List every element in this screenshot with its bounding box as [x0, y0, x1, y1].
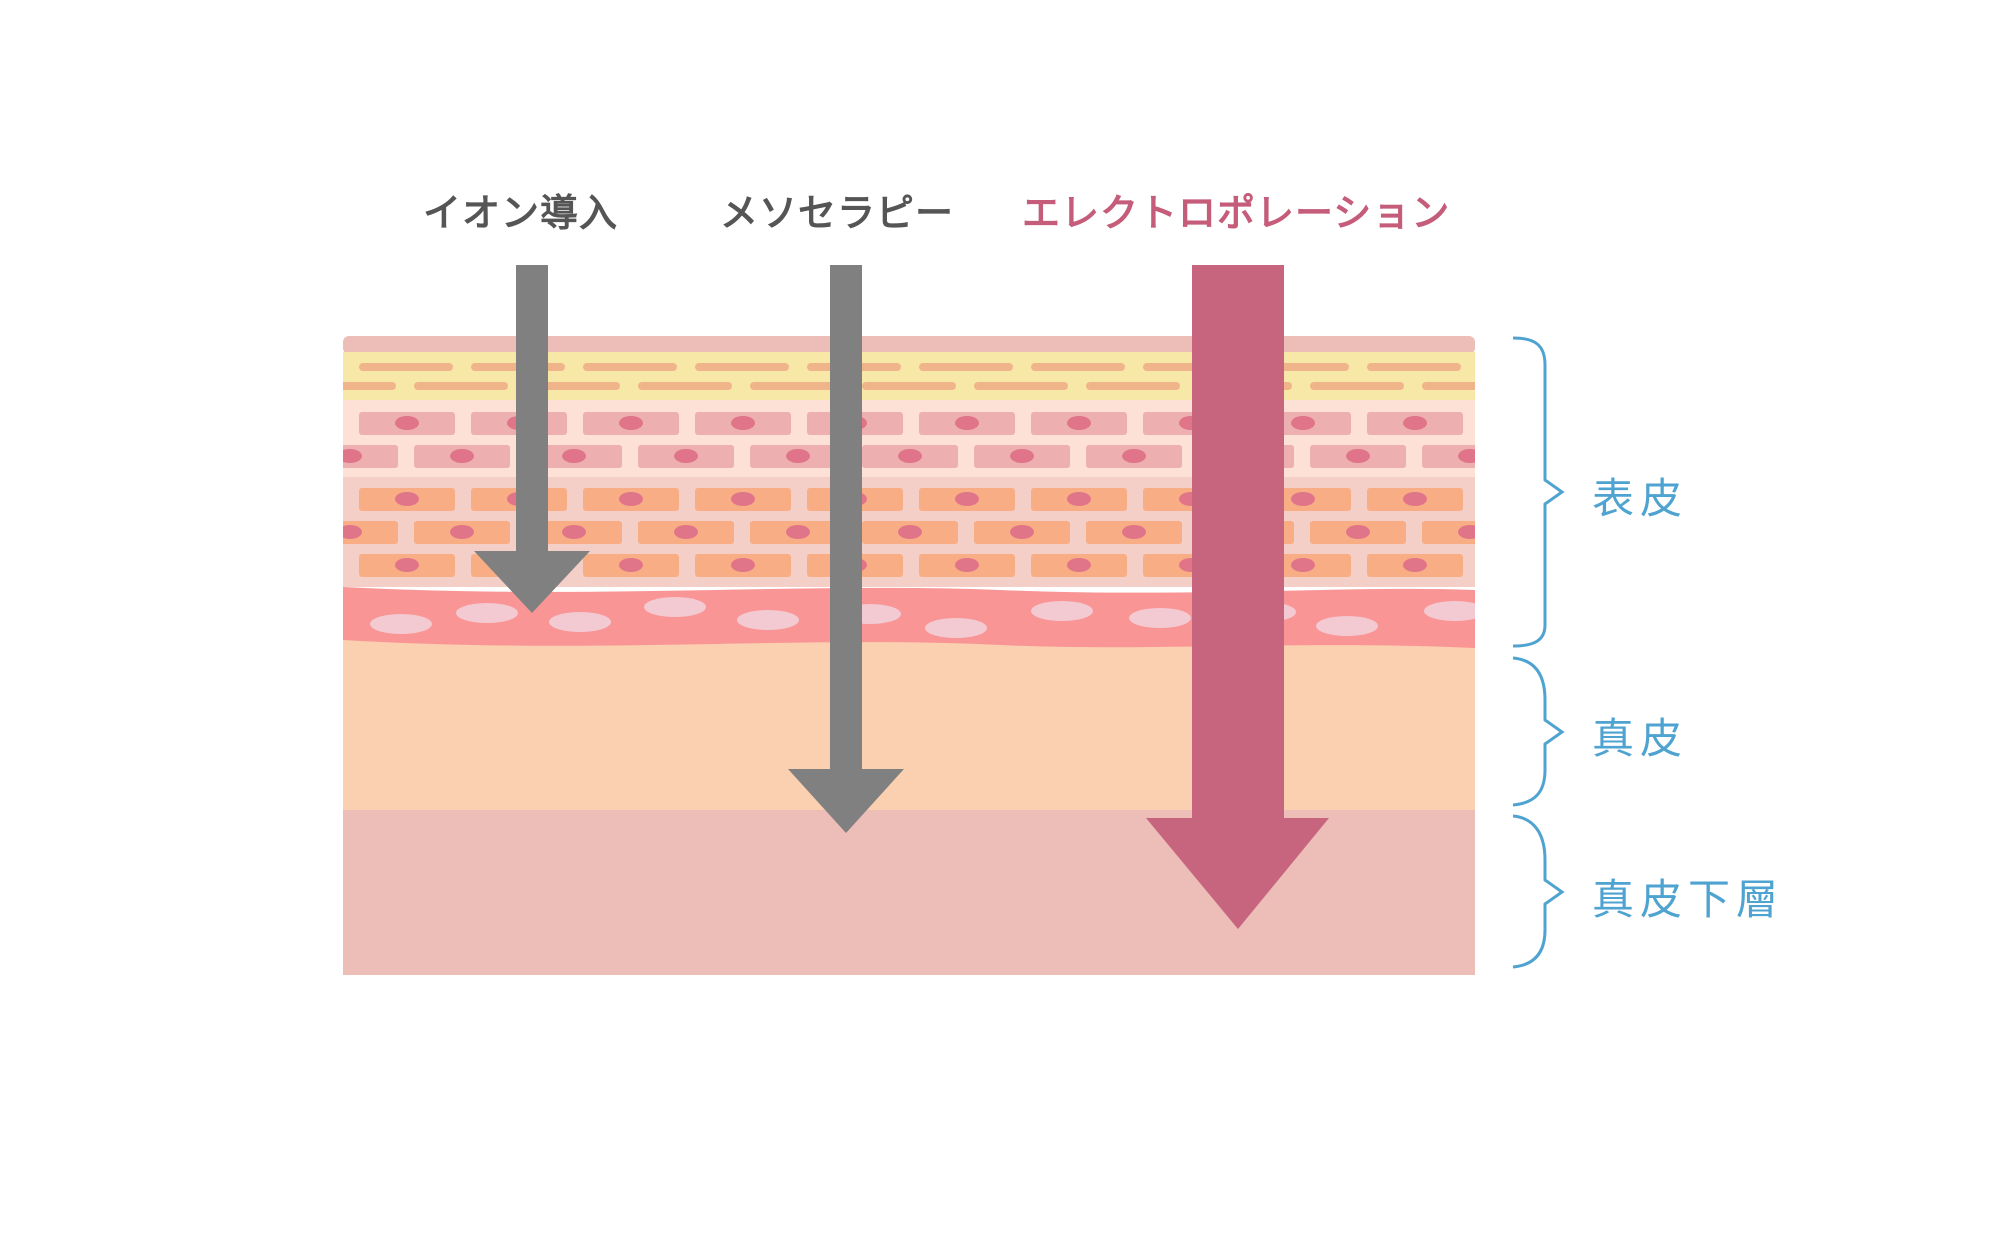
- cell-nucleus: [1458, 525, 1475, 539]
- cell-nucleus: [786, 525, 810, 539]
- hypodermis-brace: [1512, 814, 1565, 969]
- keratin-dash: [583, 363, 677, 371]
- cell-nucleus: [562, 449, 586, 463]
- cell-nucleus: [1403, 416, 1427, 430]
- keratin-dash: [414, 382, 508, 390]
- cell-nucleus: [1346, 449, 1370, 463]
- method-label-electroporation: エレクトロポレーション: [1022, 190, 1451, 235]
- cell-nucleus: [343, 449, 362, 463]
- cell-nucleus: [1515, 558, 1539, 572]
- cell-nucleus: [1291, 416, 1315, 430]
- epidermis-brace: [1512, 336, 1565, 648]
- keratin-dash: [343, 382, 396, 390]
- cell-nucleus: [1067, 558, 1091, 572]
- meso-arrow: [788, 265, 904, 833]
- cell-nucleus: [1067, 416, 1091, 430]
- keratin-dash: [974, 382, 1068, 390]
- cell-nucleus: [562, 525, 586, 539]
- stratum-corneum-top: [343, 336, 1475, 354]
- cell-nucleus: [786, 449, 810, 463]
- electroporation-arrow: [1146, 265, 1329, 929]
- keratin-dash: [750, 382, 844, 390]
- keratin-dash: [359, 363, 453, 371]
- cell-nucleus: [395, 416, 419, 430]
- cell-nucleus: [619, 492, 643, 506]
- keratin-dash: [862, 382, 956, 390]
- braces: [1512, 336, 1565, 969]
- skin-cell: [1479, 554, 1575, 577]
- cell-nucleus: [731, 492, 755, 506]
- ion-arrow: [474, 265, 590, 613]
- cell-nucleus: [619, 416, 643, 430]
- cell-nucleus: [1515, 492, 1539, 506]
- skin-cell: [1422, 445, 1475, 468]
- basal-cell: [370, 614, 432, 634]
- cell-nucleus: [1403, 558, 1427, 572]
- arrows: [474, 265, 1329, 929]
- basal-cell: [737, 610, 799, 630]
- stratum-corneum-layer: [343, 352, 1475, 400]
- cell-nucleus: [898, 525, 922, 539]
- keratin-dash: [1422, 382, 1475, 390]
- keratin-dash: [638, 382, 732, 390]
- cell-nucleus: [674, 449, 698, 463]
- cell-nucleus: [1010, 449, 1034, 463]
- cell-nucleus: [619, 558, 643, 572]
- cell-nucleus: [1067, 492, 1091, 506]
- basal-cell: [1031, 601, 1093, 621]
- cell-nucleus: [1010, 525, 1034, 539]
- keratin-dash: [526, 382, 620, 390]
- cell-nucleus: [1403, 492, 1427, 506]
- cell-nucleus: [343, 525, 362, 539]
- cell-nucleus: [395, 492, 419, 506]
- basal-cell: [925, 618, 987, 638]
- skin-cell: [1422, 521, 1475, 544]
- cell-nucleus: [450, 449, 474, 463]
- basal-cell: [549, 612, 611, 632]
- keratin-dash: [1086, 382, 1180, 390]
- cell-nucleus: [955, 492, 979, 506]
- cell-nucleus: [1122, 449, 1146, 463]
- layer-label-hypodermis: 真皮下層: [1592, 875, 1785, 924]
- keratin-dash: [1310, 382, 1404, 390]
- basal-cell: [456, 603, 518, 623]
- cell-nucleus: [674, 525, 698, 539]
- cell-nucleus: [731, 558, 755, 572]
- dermis-layer: [343, 640, 1475, 810]
- keratin-dash: [919, 363, 1013, 371]
- cell-nucleus: [1291, 492, 1315, 506]
- cell-nucleus: [731, 416, 755, 430]
- cell-nucleus: [395, 558, 419, 572]
- skin-cell: [1479, 412, 1575, 435]
- layer-label-epidermis: 表皮: [1592, 474, 1689, 523]
- skin-cross-section: [343, 336, 1575, 975]
- cell-nucleus: [450, 525, 474, 539]
- cell-nucleus: [955, 416, 979, 430]
- layer-label-dermis: 真皮: [1592, 714, 1689, 763]
- keratin-dash: [1367, 363, 1461, 371]
- basal-cell: [1424, 601, 1475, 621]
- dermis-brace: [1512, 656, 1565, 807]
- method-label-meso: メソセラピー: [720, 190, 955, 235]
- keratin-dash: [1479, 363, 1573, 371]
- keratin-dash: [1031, 363, 1125, 371]
- cell-nucleus: [1122, 525, 1146, 539]
- basal-cell: [644, 597, 706, 617]
- method-label-ion: イオン導入: [423, 190, 619, 235]
- cell-nucleus: [1291, 558, 1315, 572]
- keratin-dash: [695, 363, 789, 371]
- cell-nucleus: [898, 449, 922, 463]
- basal-cell: [1129, 608, 1191, 628]
- cell-nucleus: [955, 558, 979, 572]
- basal-cell: [1316, 616, 1378, 636]
- cell-nucleus: [1458, 449, 1475, 463]
- cell-nucleus: [1515, 416, 1539, 430]
- cell-nucleus: [1346, 525, 1370, 539]
